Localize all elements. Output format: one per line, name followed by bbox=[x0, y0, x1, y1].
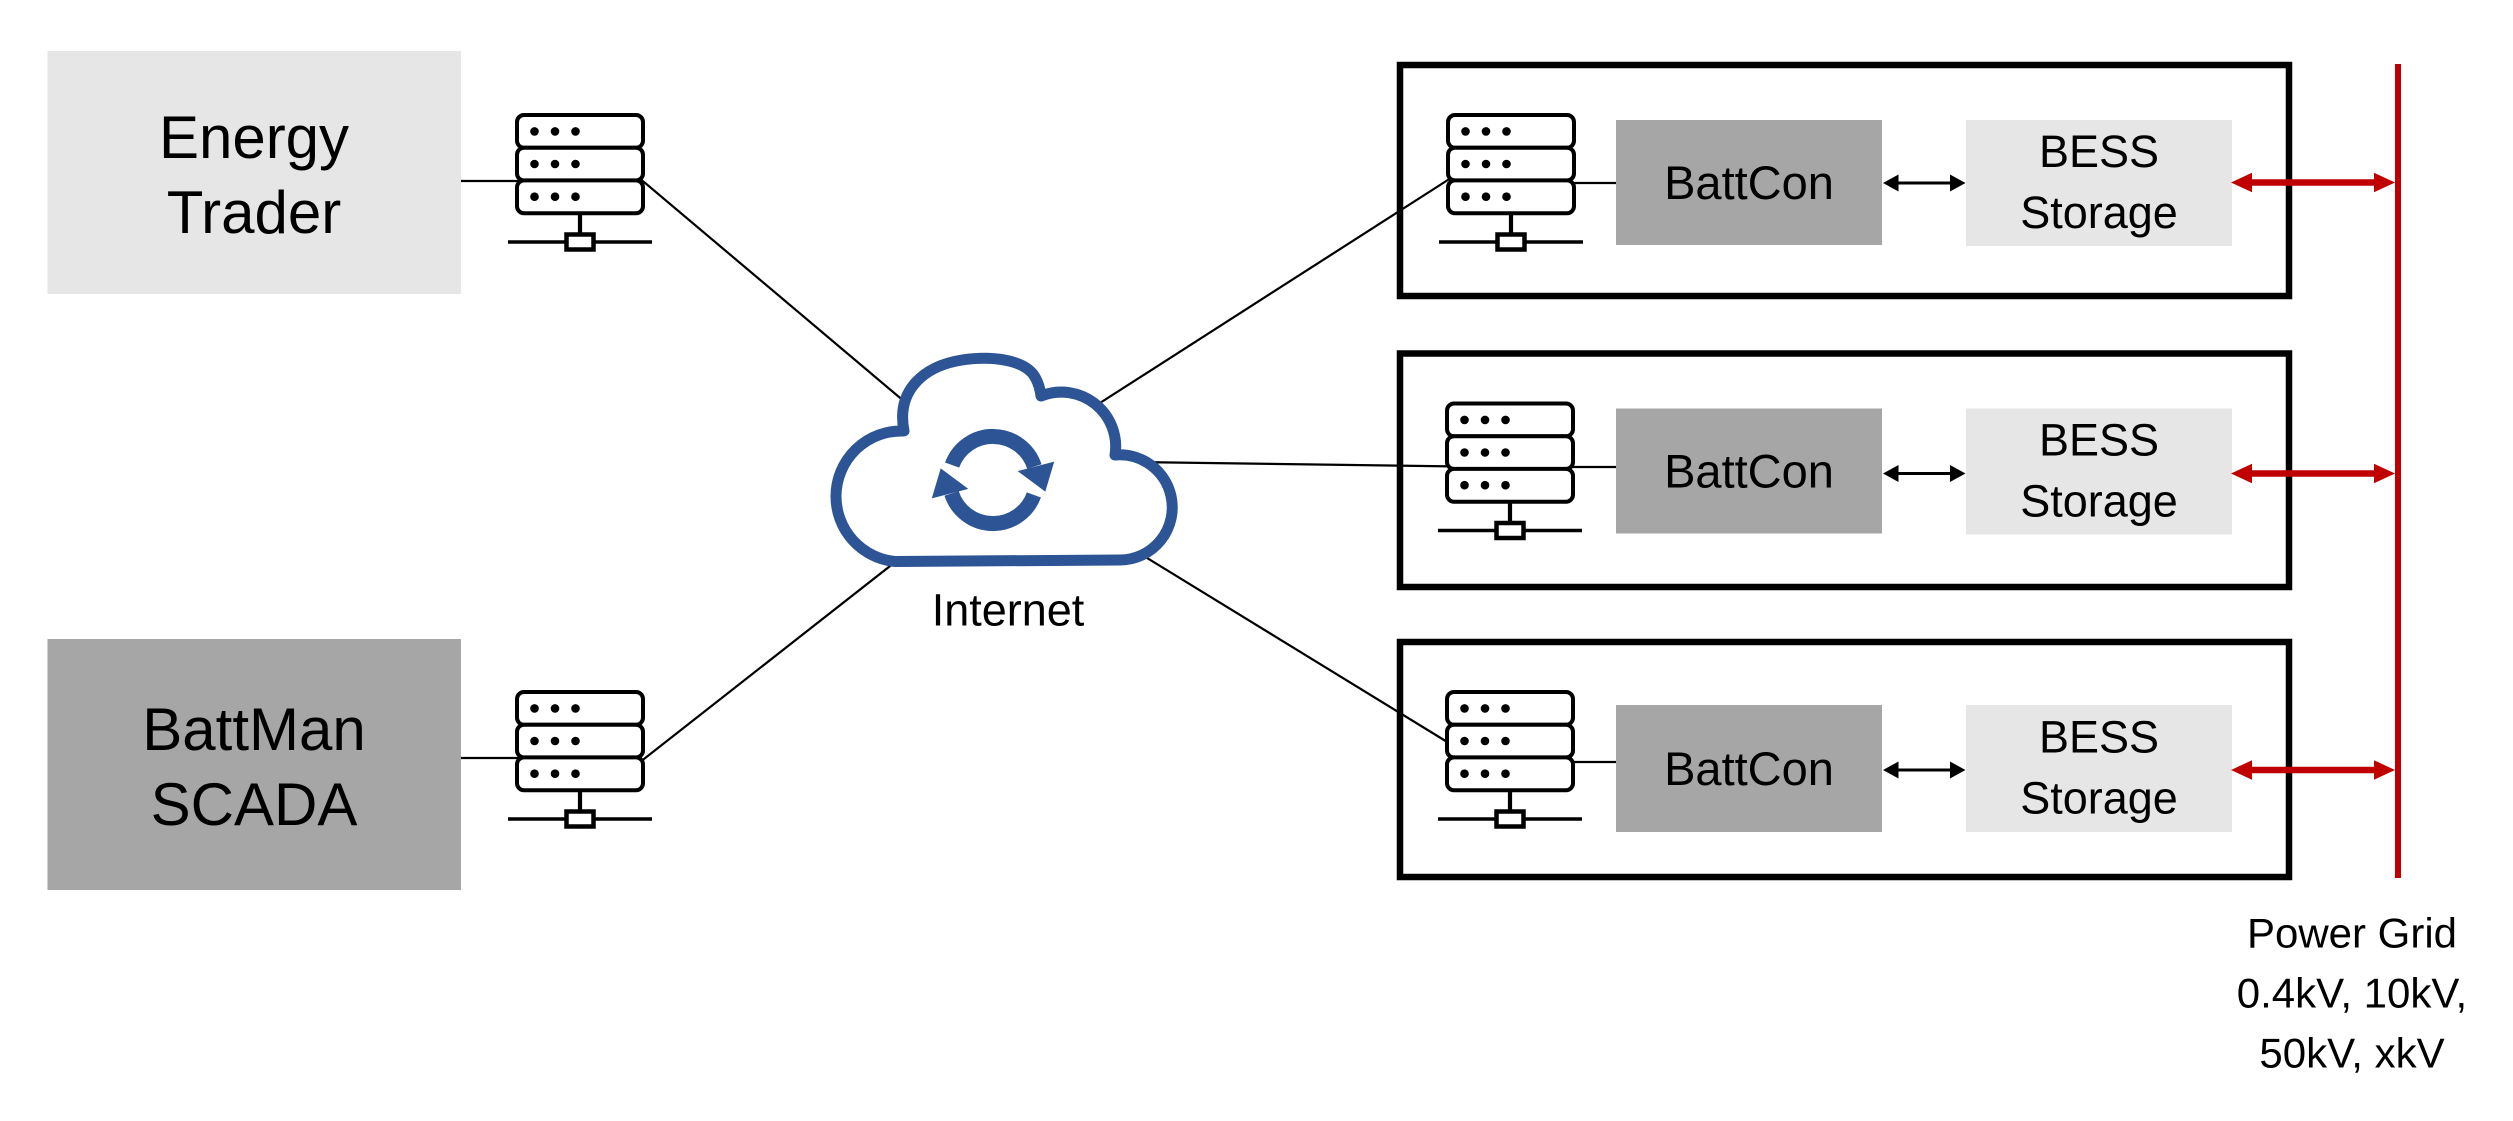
svg-text:0.4kV, 10kV,: 0.4kV, 10kV, bbox=[2237, 970, 2467, 1017]
svg-text:Power Grid: Power Grid bbox=[2247, 910, 2457, 957]
svg-text:Storage: Storage bbox=[2020, 773, 2178, 824]
svg-text:Energy: Energy bbox=[159, 104, 349, 171]
svg-text:BattCon: BattCon bbox=[1664, 445, 1834, 498]
svg-text:Internet: Internet bbox=[932, 585, 1085, 636]
svg-text:BattMan: BattMan bbox=[142, 696, 365, 763]
svg-text:BESS: BESS bbox=[2039, 126, 2159, 177]
svg-text:Storage: Storage bbox=[2020, 476, 2178, 527]
svg-text:Storage: Storage bbox=[2020, 187, 2178, 238]
svg-text:BESS: BESS bbox=[2039, 712, 2159, 763]
svg-text:BattCon: BattCon bbox=[1664, 156, 1834, 209]
svg-text:BattCon: BattCon bbox=[1664, 742, 1834, 795]
svg-text:50kV, xkV: 50kV, xkV bbox=[2259, 1030, 2444, 1077]
svg-text:BESS: BESS bbox=[2039, 415, 2159, 466]
svg-text:Trader: Trader bbox=[167, 179, 342, 246]
svg-text:SCADA: SCADA bbox=[151, 771, 358, 838]
